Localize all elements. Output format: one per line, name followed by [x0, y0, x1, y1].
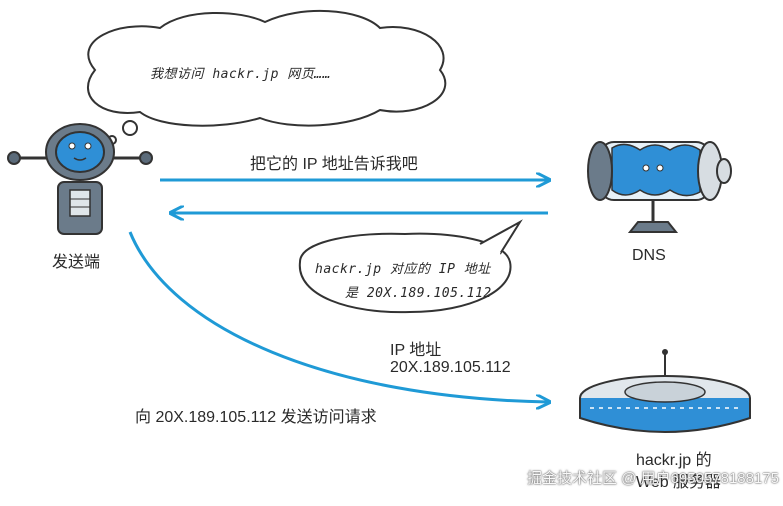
web-server-label-line1: hackr.jp 的 [636, 452, 712, 469]
dns-reply-line2: 是 20X.189.105.112 [345, 286, 492, 301]
dns-label: DNS [632, 247, 666, 264]
speech-bubble-dns-reply [298, 219, 523, 314]
robot-icon [7, 123, 153, 235]
thought-text: 我想访问 hackr.jp 网页…… [150, 67, 331, 82]
ip-note-line1: IP 地址 [390, 342, 442, 359]
arrow-send-request [128, 231, 548, 402]
watermark: 掘金技术社区 @ 用户6950578188175 [526, 470, 779, 487]
dns-server-icon [587, 141, 732, 233]
arrow-send-request-label: 向 20X.189.105.112 发送访问请求 [135, 409, 377, 426]
web-server-icon [579, 349, 751, 433]
sender-label: 发送端 [52, 254, 101, 271]
dns-reply-line1: hackr.jp 对应的 IP 地址 [315, 262, 491, 277]
arrow-ask-dns-label: 把它的 IP 地址告诉我吧 [250, 156, 418, 173]
ip-note-line2: 20X.189.105.112 [390, 359, 511, 376]
thought-cloud-top [87, 9, 447, 145]
web-server-label-line2: Web 服务器 [636, 474, 722, 491]
